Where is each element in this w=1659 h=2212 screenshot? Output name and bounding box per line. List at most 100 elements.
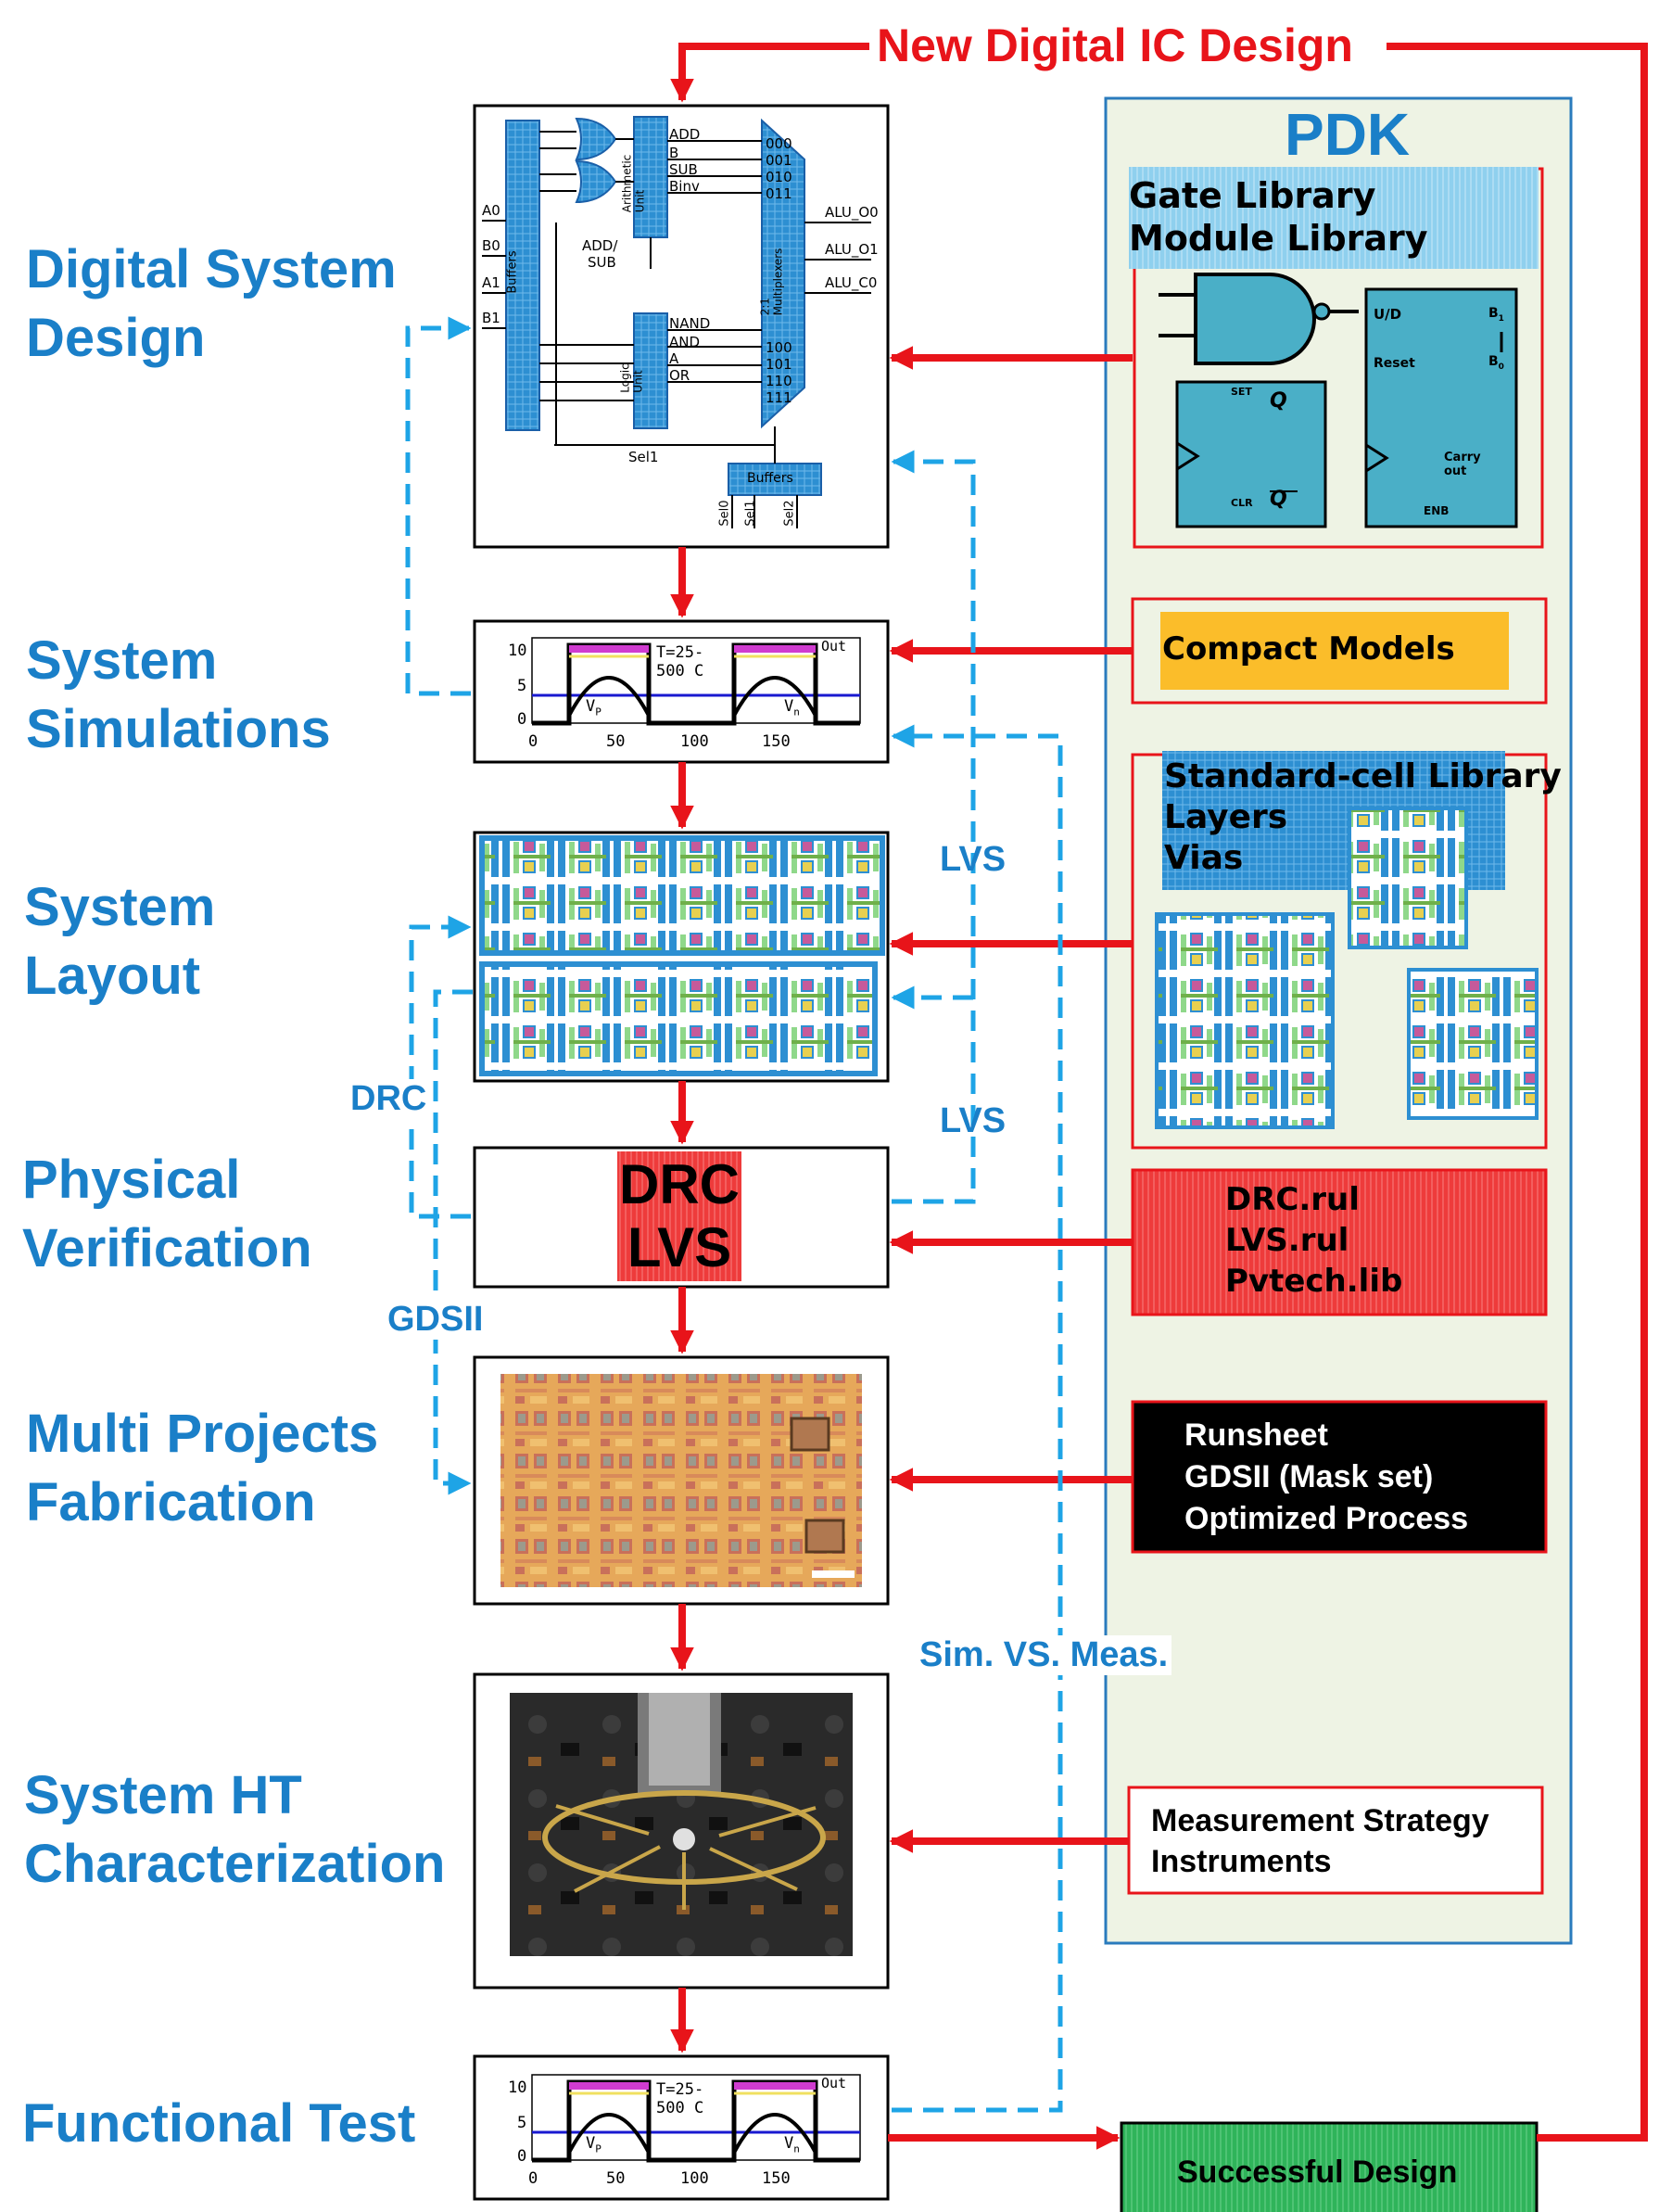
sim1-out-label: Out [821, 638, 847, 655]
sim1-xtick-150: 150 [762, 732, 791, 751]
std-cell-layout-a [1348, 807, 1468, 949]
alu-input-b1: B1 [482, 310, 500, 326]
sim2-xtick-100: 100 [680, 2169, 709, 2188]
sim1-vn-label: Vn [784, 697, 800, 718]
alu-arith-op-b: B [669, 145, 679, 161]
std-cell-line: Standard-cell Library [1164, 757, 1562, 795]
alu-code-110: 110 [766, 373, 792, 389]
alu-logic-op-nand: NAND [669, 315, 711, 332]
sim1-temp-label: T=25-500 C [656, 643, 704, 680]
nand-gate-icon [1159, 273, 1359, 365]
layout-row-top [479, 835, 885, 956]
sim2-xtick-0: 0 [528, 2169, 538, 2188]
verification-highlight [617, 1151, 741, 1281]
counter-b0-sub: 0 [1498, 362, 1504, 372]
sim2-vp-label: VP [586, 2134, 602, 2155]
sim2-vn-sub: n [793, 2142, 800, 2155]
counter-reset: Reset [1374, 356, 1415, 371]
stage-line: Simulations [26, 699, 331, 759]
flow-label-lvs-top: LVS [940, 840, 1007, 879]
stage-label-physical-verification: Physical Verification [22, 1146, 312, 1283]
drc-rul-line: DRC.rul [1225, 1181, 1360, 1218]
sim1-ytick-10: 10 [508, 642, 527, 660]
successful-design-box [1120, 2121, 1539, 2212]
stage-label-digital-system-design: Digital System Design [26, 235, 397, 373]
alu-code-100: 100 [766, 339, 792, 356]
stage-label-functional-test: Functional Test [22, 2090, 415, 2158]
stage-line: Fabrication [26, 1472, 316, 1532]
alu-sel1: Sel1 [743, 500, 758, 527]
rule-files-text: DRC.rul LVS.rul Pvtech.lib [1225, 1179, 1402, 1302]
alu-code-011: 011 [766, 185, 792, 202]
stage-line: Layout [24, 946, 201, 1006]
counter-carry: Carry out [1444, 451, 1481, 478]
alu-input-a0: A0 [482, 202, 500, 219]
alu-mux-label: 2:1 Multiplexers [758, 248, 785, 316]
vias-line: Vias [1164, 839, 1244, 877]
stage-line: Multi Projects [26, 1404, 379, 1464]
sim-plot-box-1 [473, 619, 890, 764]
alu-code-001: 001 [766, 152, 792, 169]
alu-code-101: 101 [766, 356, 792, 373]
alu-arith-op-add: ADD [669, 126, 701, 143]
measurement-strategy-line: Measurement Strategy [1151, 1803, 1489, 1838]
sim1-xtick-100: 100 [680, 732, 709, 751]
layout-row-bottom [479, 961, 878, 1076]
rule-files-box [1131, 1168, 1548, 1316]
gate-library-header [1129, 167, 1539, 269]
std-cell-layout-c [1407, 968, 1539, 1120]
flipflop-icon [1175, 380, 1327, 528]
chip-pad [804, 1519, 845, 1554]
sim2-vn-text: V [784, 2134, 794, 2153]
dashed-feedback-arrows [405, 316, 1063, 2113]
stage-line: Physical [22, 1150, 241, 1210]
stage-line: System [26, 630, 218, 691]
scale-bar [812, 1570, 855, 1578]
new-design-label: New Digital IC Design [871, 19, 1359, 72]
stage-line: Verification [22, 1218, 312, 1278]
red-flow-arrows [670, 43, 1648, 2150]
stage-line: Characterization [24, 1834, 446, 1894]
measurement-box [1127, 1786, 1544, 1895]
sim1-xtick-0: 0 [528, 732, 538, 751]
flow-label-gdsii: GDSII [384, 1300, 488, 1340]
flow-label-drc: DRC [347, 1079, 431, 1119]
stage-label-system-layout: System Layout [24, 873, 215, 1011]
alu-arith-unit-label: Arithmetic Unit [620, 154, 647, 213]
chip-micrograph [500, 1374, 862, 1587]
alu-add-sub-1: ADD/ [582, 237, 618, 254]
compact-models-fill [1160, 612, 1509, 690]
counter-b1: B1 [1488, 306, 1504, 324]
probe-station-photo [510, 1693, 853, 1956]
alu-input-b0: B0 [482, 237, 500, 254]
flipflop-clr: CLR [1231, 497, 1253, 509]
layers-line: Layers [1164, 798, 1288, 836]
flow-label-lvs-bottom: LVS [940, 1101, 1007, 1140]
stage-line: Digital System [26, 239, 397, 299]
counter-ud: U/D [1374, 306, 1402, 323]
sim2-xtick-150: 150 [762, 2169, 791, 2188]
sim-waveform-2 [531, 2074, 861, 2163]
verification-text: DRC LVS [617, 1153, 741, 1279]
instruments-line: Instruments [1151, 1844, 1332, 1879]
flipflop-qbar: Q [1270, 488, 1287, 511]
alu-sel-buffers: Buffers [747, 471, 793, 486]
alu-add-sub-2: SUB [588, 254, 616, 271]
sim2-out-label: Out [821, 2075, 847, 2091]
stage-label-multi-projects-fabrication: Multi Projects Fabrication [26, 1400, 378, 1537]
chip-pad [790, 1417, 830, 1452]
runsheet-text: Runsheet GDSII (Mask set) Optimized Proc… [1184, 1415, 1468, 1540]
alu-input-a1: A1 [482, 274, 500, 291]
sim2-vp-sub: P [595, 2142, 602, 2155]
std-cell-text: Standard-cell Library Layers Vias [1164, 756, 1562, 879]
compact-models-text: Compact Models [1162, 630, 1455, 667]
counter-b0: B0 [1488, 354, 1504, 372]
sim1-vp-label: VP [586, 697, 602, 718]
alu-output-c0: ALU_C0 [825, 274, 878, 291]
sim2-ytick-0: 0 [517, 2147, 527, 2166]
counter-enb: ENB [1424, 504, 1450, 517]
stage-line: System HT [24, 1765, 302, 1825]
alu-logic-op-a: A [669, 350, 679, 367]
stage-line: Functional Test [22, 2093, 416, 2154]
